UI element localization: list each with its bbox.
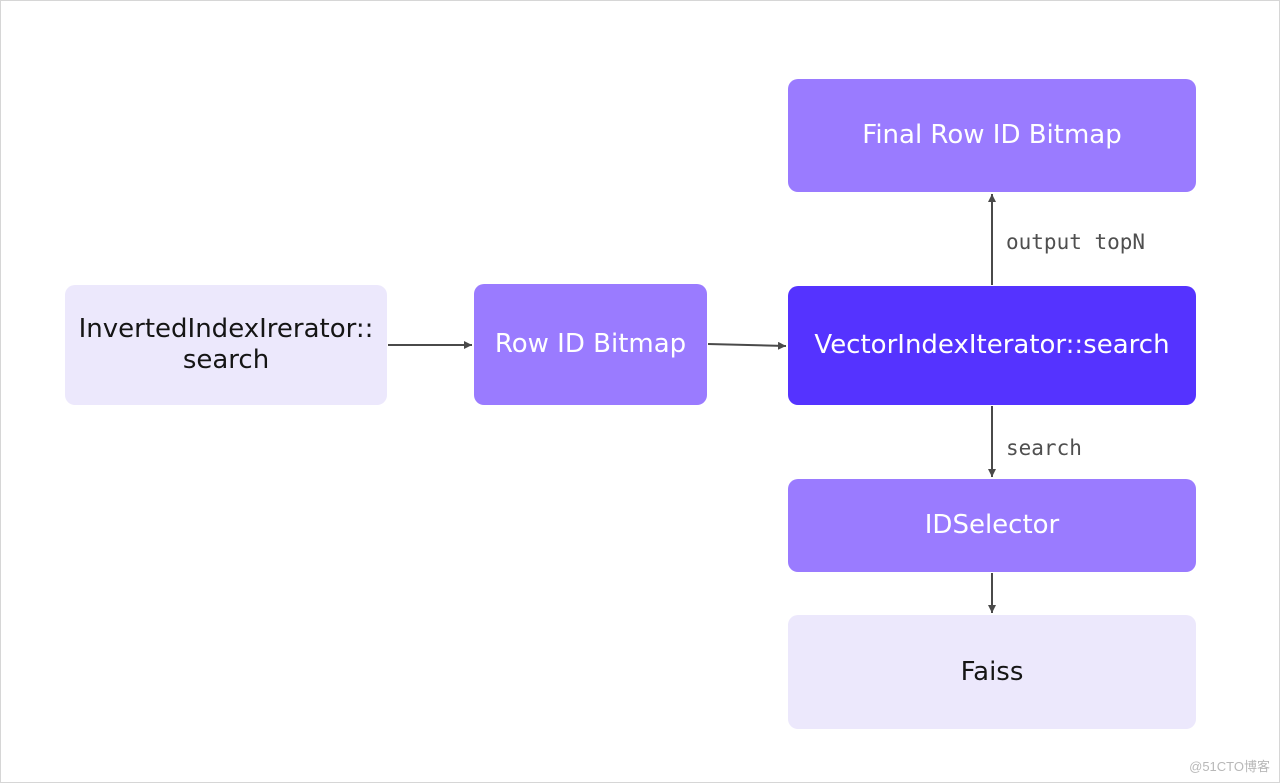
edge-label-output-topn: output topN (1006, 230, 1146, 254)
watermark: @51CTO博客 (1189, 759, 1270, 774)
final-row-id-bitmap-node: Final Row ID Bitmap (788, 79, 1196, 192)
inverted-index-iterator-node: InvertedIndexIrerator::search (65, 285, 387, 405)
edge-label-search: search (1006, 436, 1082, 460)
faiss-node: Faiss (788, 615, 1196, 729)
row-id-bitmap-label: Row ID Bitmap (494, 329, 687, 359)
row-id-bitmap-node: Row ID Bitmap (474, 284, 707, 405)
faiss-label: Faiss (960, 656, 1024, 687)
vector-index-iterator-node: VectorIndexIterator::search (788, 286, 1196, 405)
inverted-index-iterator-label: InvertedIndexIrerator::search (78, 314, 374, 375)
id-selector-node: IDSelector (788, 479, 1196, 572)
edge-rowid-to-vector (707, 341, 787, 350)
vector-index-iterator-label: VectorIndexIterator::search (814, 330, 1170, 360)
final-row-id-bitmap-label: Final Row ID Bitmap (862, 120, 1122, 150)
id-selector-label: IDSelector (924, 510, 1060, 540)
